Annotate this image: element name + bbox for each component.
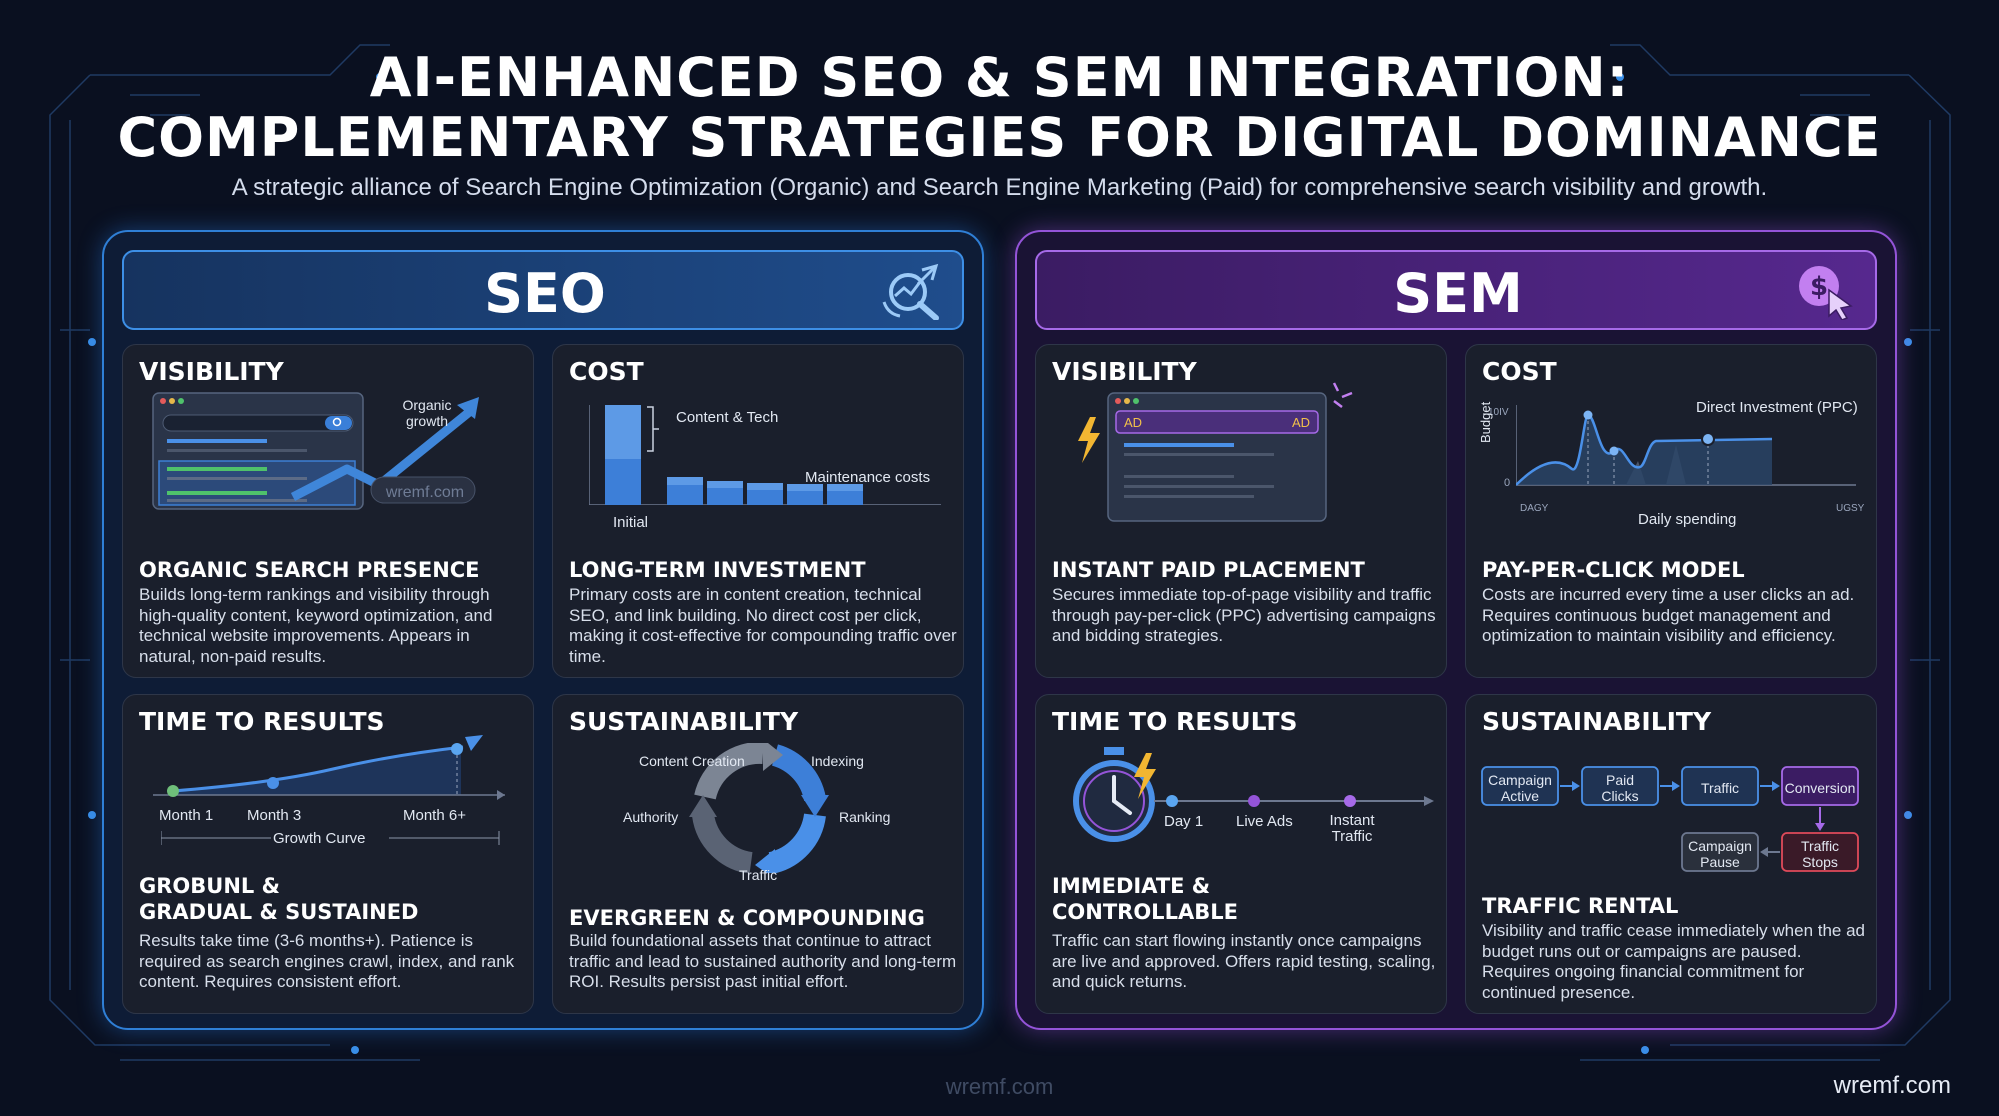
month3-label: Month 3 <box>247 807 302 824</box>
seo-time-body: Results take time (3-6 months+). Patienc… <box>139 931 515 991</box>
card-watermark: wremf.com <box>385 484 465 501</box>
content-tech-label: Content & Tech <box>676 409 779 426</box>
sem-cost-heading: COST <box>1482 357 1557 386</box>
flow-paid-clicks-2: Clicks <box>1601 788 1639 804</box>
sem-cost-subheading: PAY-PER-CLICK MODEL <box>1482 558 1745 582</box>
cycle-traffic-label: Traffic <box>739 867 778 883</box>
maintenance-costs-label: Maintenance costs <box>805 469 931 486</box>
sem-time-body: Traffic can start flowing instantly once… <box>1052 931 1436 991</box>
cycle-content-label: Content Creation <box>639 753 745 769</box>
sem-sustain-body: Visibility and traffic cease immediately… <box>1482 921 1866 1002</box>
seo-time-subheading-2: GRADUAL & SUSTAINED <box>139 900 419 924</box>
sem-cost-body: Costs are incurred every time a user cli… <box>1482 585 1855 645</box>
cost-y-top-label: 10IV <box>1488 407 1509 418</box>
cycle-arrows-icon <box>689 743 829 873</box>
seo-sustain-heading: SUSTAINABILITY <box>569 707 799 736</box>
sem-title: SEM <box>1393 262 1523 325</box>
sem-sustain-subheading: TRAFFIC RENTAL <box>1482 894 1679 918</box>
month6-label: Month 6+ <box>403 807 466 824</box>
dollar-cursor-icon: $ <box>1799 266 1853 320</box>
flow-conversion: Conversion <box>1784 780 1856 796</box>
traffic-label: Traffic <box>1331 828 1373 845</box>
seo-visibility-card: VISIBILITY Organic growth wremf.com ORGA… <box>122 344 534 678</box>
seo-cost-card: COST Content & Tech Maintenance costs In… <box>552 344 964 678</box>
stopwatch-timeline-illustration <box>1073 747 1434 842</box>
sem-time-subheading-2: CONTROLLABLE <box>1052 900 1238 924</box>
sem-sustain-card: SUSTAINABILITY Campaign Active <box>1465 694 1877 1014</box>
seo-sustain-subheading: EVERGREEN & COMPOUNDING <box>569 906 925 930</box>
sem-visibility-heading: VISIBILITY <box>1052 357 1197 386</box>
sem-visibility-subheading: INSTANT PAID PLACEMENT <box>1052 558 1365 582</box>
instant-label: Instant <box>1329 812 1375 829</box>
sem-visibility-body: Secures immediate top-of-page visibility… <box>1052 585 1436 645</box>
daily-spending-label: Daily spending <box>1638 511 1737 528</box>
flow-paid-clicks-1: Paid <box>1605 772 1635 788</box>
seo-cost-body: Primary costs are in content creation, t… <box>569 585 957 666</box>
seo-cost-heading: COST <box>569 357 644 386</box>
organic-growth-label-1: Organic <box>402 397 452 413</box>
initial-label: Initial <box>613 514 649 531</box>
main-subtitle: A strategic alliance of Search Engine Op… <box>231 174 1768 201</box>
sem-visibility-card: VISIBILITY AD AD INSTANT PAID PLACEMENT … <box>1035 344 1447 678</box>
seo-visibility-heading: VISIBILITY <box>139 357 284 386</box>
seo-visibility-body: Builds long-term rankings and visibility… <box>139 585 493 666</box>
sem-sustain-heading: SUSTAINABILITY <box>1482 707 1712 736</box>
sem-panel: SEM $ VISIBILITY AD AD INSTANT PAID PLAC… <box>1015 230 1897 1030</box>
flow-traffic-stops-2: Stops <box>1802 854 1838 870</box>
ppc-spending-chart <box>1516 405 1856 486</box>
sem-time-card: TIME TO RESULTS Day 1 Live Ads Instant T… <box>1035 694 1447 1014</box>
budget-axis-label: Budget <box>1478 401 1493 443</box>
cycle-authority-label: Authority <box>623 809 679 825</box>
cost-bar-illustration <box>589 405 941 505</box>
cost-x-left-label: DAGY <box>1520 503 1549 514</box>
seo-title: SEO <box>484 262 606 325</box>
flow-campaign-pause-1: Campaign <box>1688 838 1752 854</box>
seo-banner: SEO <box>122 250 964 330</box>
day1-label: Day 1 <box>1164 813 1204 830</box>
flow-campaign-pause-2: Pause <box>1700 854 1740 870</box>
growth-curve-label: Growth Curve <box>273 830 366 847</box>
seo-sustain-card: SUSTAINABILITY Content Creation Indexing… <box>552 694 964 1014</box>
seo-cost-subheading: LONG-TERM INVESTMENT <box>569 558 866 582</box>
seo-time-heading: TIME TO RESULTS <box>139 707 385 736</box>
sem-banner: SEM $ <box>1035 250 1877 330</box>
seo-sustain-body: Build foundational assets that continue … <box>569 931 957 991</box>
sem-cost-card: COST 10IV 0 Budget DAGY UGSY Daily spend… <box>1465 344 1877 678</box>
traffic-rental-flow <box>1481 766 1859 872</box>
growth-curve-illustration <box>153 735 505 800</box>
corner-watermark: wremf.com <box>1833 1072 1951 1099</box>
flow-traffic: Traffic <box>1700 780 1740 796</box>
ad-label-right: AD <box>1292 415 1310 430</box>
month1-label: Month 1 <box>159 807 214 824</box>
growth-curve-bracket <box>161 831 500 845</box>
main-title-line2: COMPLEMENTARY STRATEGIES FOR DIGITAL DOM… <box>117 106 1882 169</box>
svg-text:$: $ <box>1810 272 1828 302</box>
main-title-line1: AI-ENHANCED SEO & SEM INTEGRATION: <box>369 46 1630 109</box>
seo-visibility-subheading: ORGANIC SEARCH PRESENCE <box>139 558 480 582</box>
center-watermark: wremf.com <box>945 1074 1054 1099</box>
paid-ad-browser-illustration: AD AD <box>1078 382 1353 522</box>
flow-campaign-active-2: Active <box>1500 788 1540 804</box>
flow-campaign-active-1: Campaign <box>1488 772 1552 788</box>
cycle-ranking-label: Ranking <box>839 809 891 825</box>
organic-growth-label-2: growth <box>405 413 449 429</box>
seo-time-card: TIME TO RESULTS Month 1 Month 3 Month 6+… <box>122 694 534 1014</box>
direct-investment-label: Direct Investment (PPC) <box>1696 399 1858 416</box>
analytics-magnifier-icon <box>882 263 939 320</box>
ad-label-left: AD <box>1124 415 1142 430</box>
cost-x-right-label: UGSY <box>1836 503 1865 514</box>
cycle-indexing-label: Indexing <box>811 753 864 769</box>
seo-time-subheading-1: GROBUNL & <box>139 874 280 898</box>
browser-growth-illustration <box>152 392 479 510</box>
sem-time-subheading-1: IMMEDIATE & <box>1052 874 1211 898</box>
cost-y-zero-label: 0 <box>1504 477 1511 489</box>
sem-time-heading: TIME TO RESULTS <box>1052 707 1298 736</box>
live-ads-label: Live Ads <box>1236 813 1293 830</box>
seo-panel: SEO VISIBILITY <box>102 230 984 1030</box>
flow-traffic-stops-1: Traffic <box>1800 838 1840 854</box>
